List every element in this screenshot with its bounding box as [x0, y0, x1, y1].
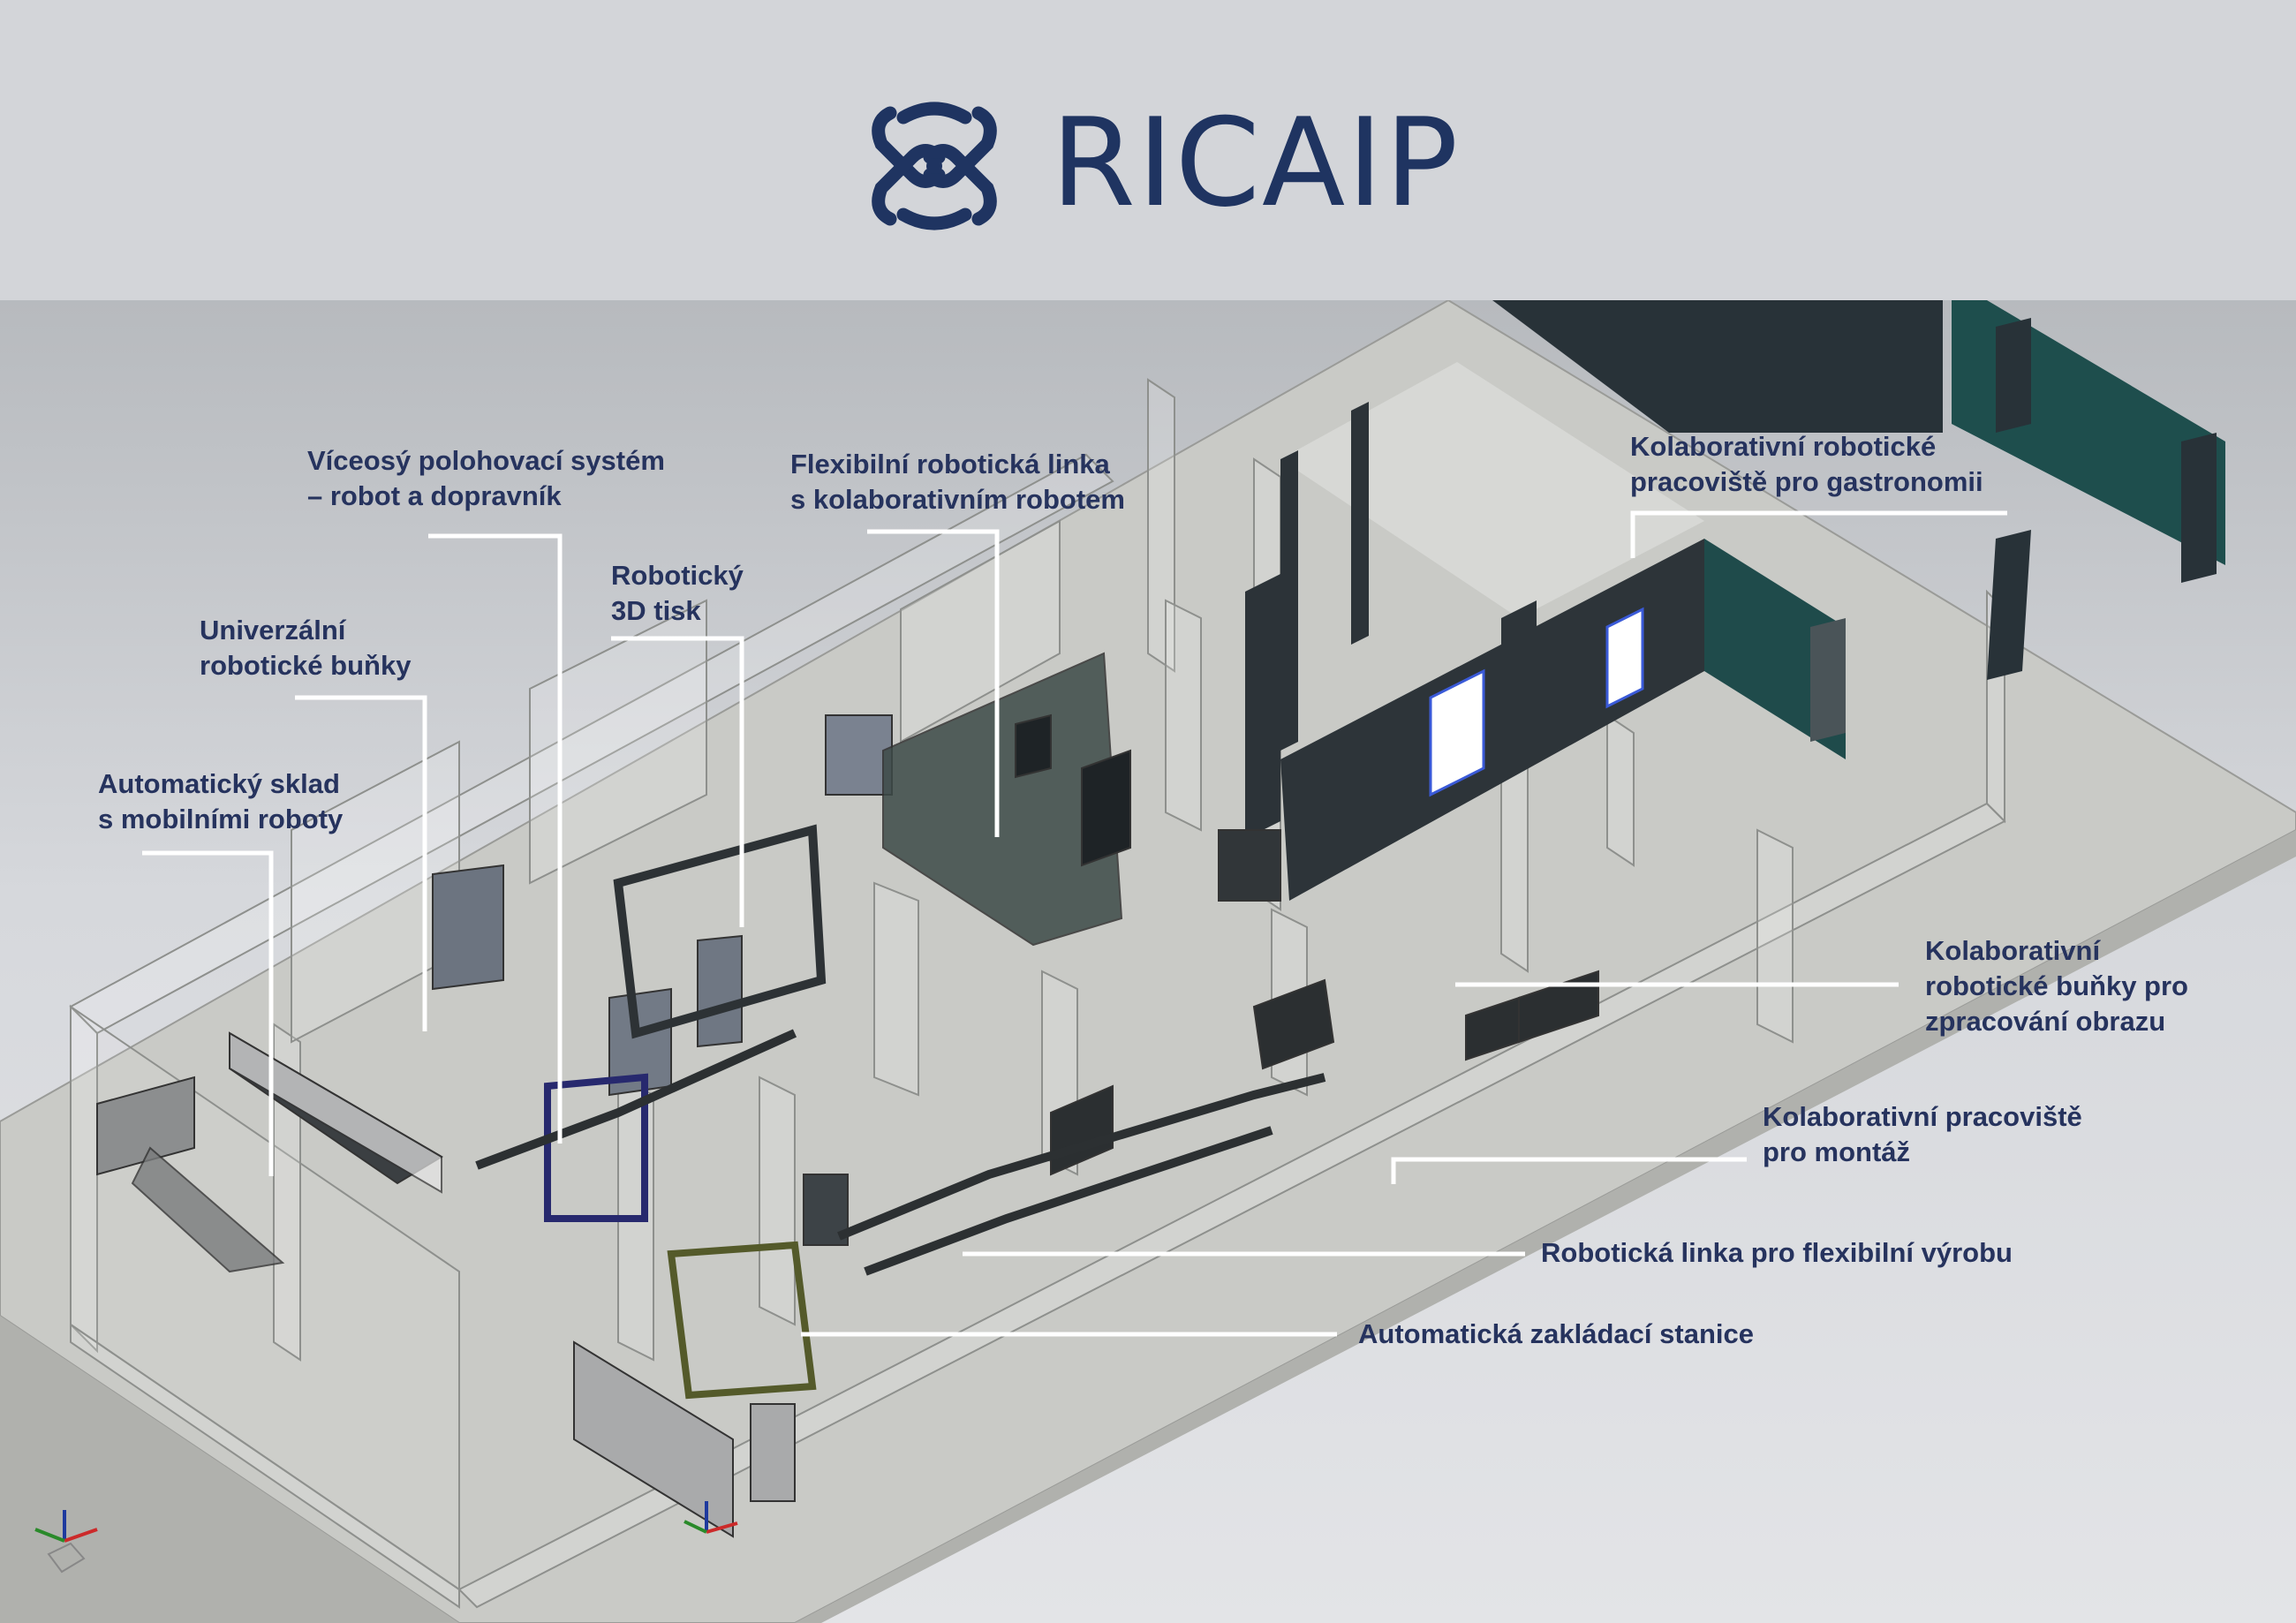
label-viceosy-polohovaci-system: Víceosý polohovací systém – robot a dopr… — [307, 445, 665, 511]
leader-line-roboticky-3d — [611, 636, 744, 927]
leader-line-univerzalni — [295, 695, 427, 1031]
gastronomy-room — [1245, 300, 2225, 901]
label-roboticky-3d-tisk: Robotický 3D tisk — [611, 560, 744, 626]
floor-plan-stage: Víceosý polohovací systém – robot a dopr… — [0, 300, 2296, 1623]
label-kolaborativni-montaz: Kolaborativní pracoviště pro montáž — [1763, 1101, 2082, 1167]
axis-triad-corner — [34, 1510, 98, 1574]
floor-slab-side — [0, 830, 2296, 1623]
leader-lines — [142, 510, 2007, 1337]
leader-line-sklad — [142, 850, 274, 1176]
label-automaticky-sklad: Automatický sklad s mobilními roboty — [98, 768, 344, 834]
label-univerzalni-roboticke-bunky: Univerzální robotické buňky — [200, 615, 412, 681]
leader-line-viceosy — [428, 533, 563, 1144]
brand-name: RICAIP — [1051, 92, 1461, 234]
machinery — [96, 652, 1599, 1538]
ricaip-knot-logo-icon — [872, 102, 997, 230]
transparent-walls — [69, 378, 2006, 1609]
label-automaticka-zakladaci-stanice: Automatická zakládací stanice — [1358, 1318, 1754, 1349]
leader-line-flexibilni — [867, 529, 1000, 837]
label-flexibilni-roboticka-linka: Flexibilní robotická linka s kolaborativ… — [790, 449, 1125, 515]
label-roboticka-linka-flexibilni-vyroba: Robotická linka pro flexibilní výrobu — [1541, 1237, 2013, 1268]
label-kolaborativni-zpracovani-obrazu: Kolaborativní robotické buňky pro zpraco… — [1925, 935, 2188, 1037]
leader-line-kolab-gastro — [1630, 510, 2007, 558]
leader-line-kolab-montaz — [1391, 1157, 1747, 1184]
header: RICAIP — [0, 0, 2296, 300]
axis-triad-center — [684, 1501, 738, 1534]
label-kolaborativni-gastronomie: Kolaborativní robotické pracoviště pro g… — [1630, 431, 1983, 497]
production-line — [475, 1029, 1326, 1276]
floor-plan-drawing — [0, 300, 2296, 1623]
